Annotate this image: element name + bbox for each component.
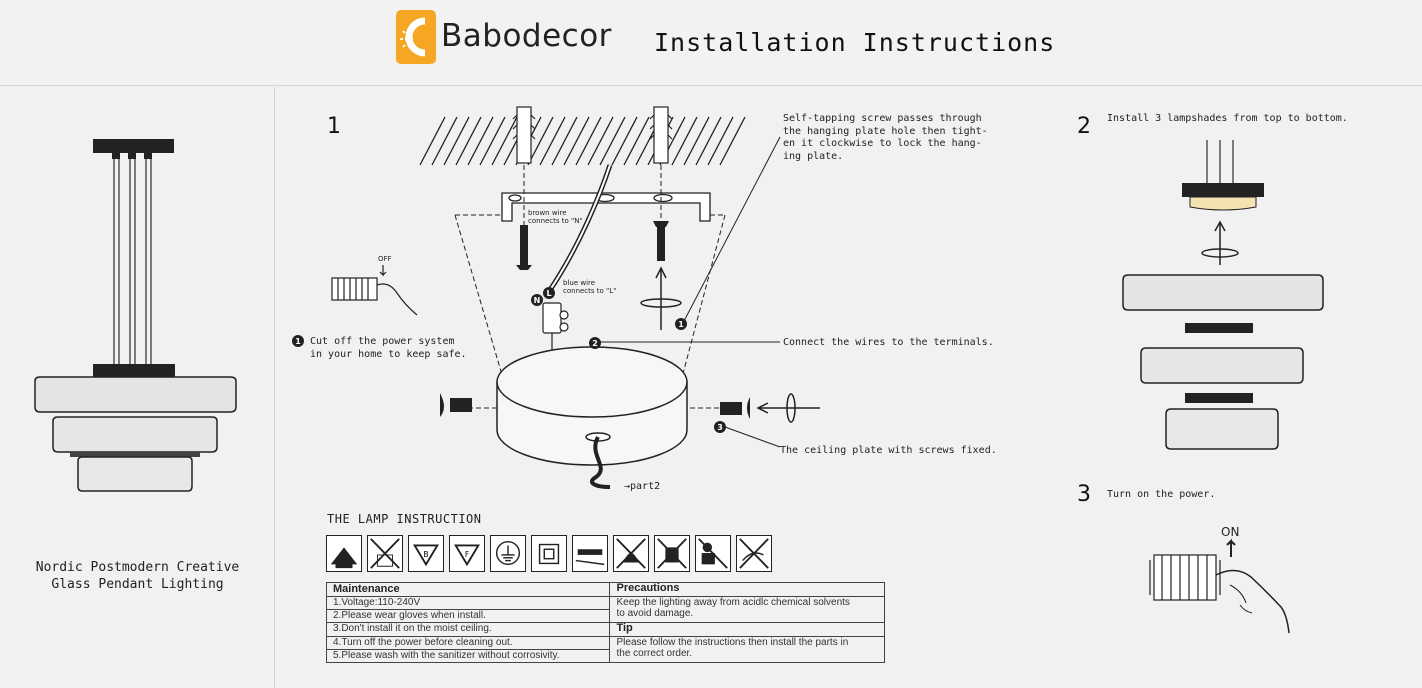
tip-header: Tip (609, 622, 885, 637)
no-cover-icon (613, 535, 649, 572)
terminal-n-label: N (534, 296, 541, 305)
certification-icons: B F (326, 535, 786, 575)
no-wet-icon (367, 535, 403, 572)
double-insulation-icon (531, 535, 567, 572)
page-title: Installation Instructions (654, 28, 1056, 57)
callout-3-number: 3 (717, 423, 723, 432)
ground-icon (490, 535, 526, 572)
screw-note: Self-tapping screw passes through the ha… (783, 113, 988, 162)
svg-text:F: F (465, 550, 469, 559)
hanging-plate (501, 192, 711, 222)
step-2-text: Install 3 lampshades from top to bottom. (1107, 113, 1348, 124)
breaker-on-icon (1149, 538, 1290, 634)
step-2-number: 2 (1077, 114, 1091, 139)
maintenance-item: 1.Voltage:110-240V (325, 596, 611, 610)
ceiling-hatch (419, 116, 746, 166)
maintenance-item: 4.Turn off the power before cleaning out… (325, 636, 611, 650)
class-b-triangle-icon: B (408, 535, 444, 572)
brand-name: Babodecor (441, 18, 612, 54)
step-1-callout-2: Connect the wires to the terminals. (783, 337, 994, 348)
tip-text: Please follow the instructions then inst… (609, 636, 885, 663)
part2-reference: →part2 (624, 481, 661, 492)
product-name: Nordic Postmodern Creative Glass Pendant… (35, 560, 240, 592)
step-3-number: 3 (1077, 482, 1091, 507)
callout-4-number: 1 (678, 320, 684, 329)
breaker-off-icon (331, 265, 418, 316)
step-3-text: Turn on the power. (1107, 489, 1216, 500)
home-icon (326, 535, 362, 572)
precautions-text: Keep the lighting away from acidlc chemi… (609, 596, 885, 623)
no-disposal-icon (654, 535, 690, 572)
class-f-triangle-icon: F (449, 535, 485, 572)
no-dimmer-icon (572, 535, 608, 572)
maintenance-header: Maintenance (325, 582, 611, 597)
step-1-diagram: 1 2 3 1 N L (292, 106, 820, 489)
step-1-callout-1: Cut off the power system in your home to… (310, 336, 467, 360)
lamp-instruction-heading: THE LAMP INSTRUCTION (327, 512, 482, 526)
blue-wire-label: blue wire connects to "L" (563, 279, 617, 295)
terminal-l-label: L (546, 289, 551, 298)
product-panel: Nordic Postmodern Creative Glass Pendant… (0, 87, 275, 688)
specification-table: Maintenance Precautions 1.Voltage:110-24… (325, 582, 885, 663)
callout-1-number: 1 (295, 337, 301, 346)
header: Babodecor Installation Instructions (0, 0, 1422, 86)
maintenance-item: 5.Please wash with the sanitizer without… (325, 649, 611, 663)
brown-wire-label: brown wire connects to "N" (528, 209, 583, 225)
maintenance-item: 3.Don't install it on the moist ceiling. (325, 622, 611, 637)
ceiling-canopy (496, 346, 688, 466)
screw-icon (440, 221, 750, 419)
step-1-number: 1 (327, 114, 341, 139)
wall-anchor (512, 106, 673, 164)
babodecor-logo-icon (396, 10, 436, 64)
svg-text:B: B (423, 550, 428, 559)
no-touch-icon (736, 535, 772, 572)
step-1-callout-3: The ceiling plate with screws fixed. (780, 445, 997, 456)
pendant-lamp-illustration (34, 139, 237, 492)
on-label: ON (1221, 525, 1240, 539)
callout-2-number: 2 (592, 339, 598, 348)
precautions-header: Precautions (609, 582, 885, 597)
maintenance-item: 2.Please wear gloves when install. (325, 609, 611, 623)
off-label: OFF (378, 255, 392, 263)
lampshade-assembly-illustration (1122, 140, 1324, 450)
no-child-icon (695, 535, 731, 572)
